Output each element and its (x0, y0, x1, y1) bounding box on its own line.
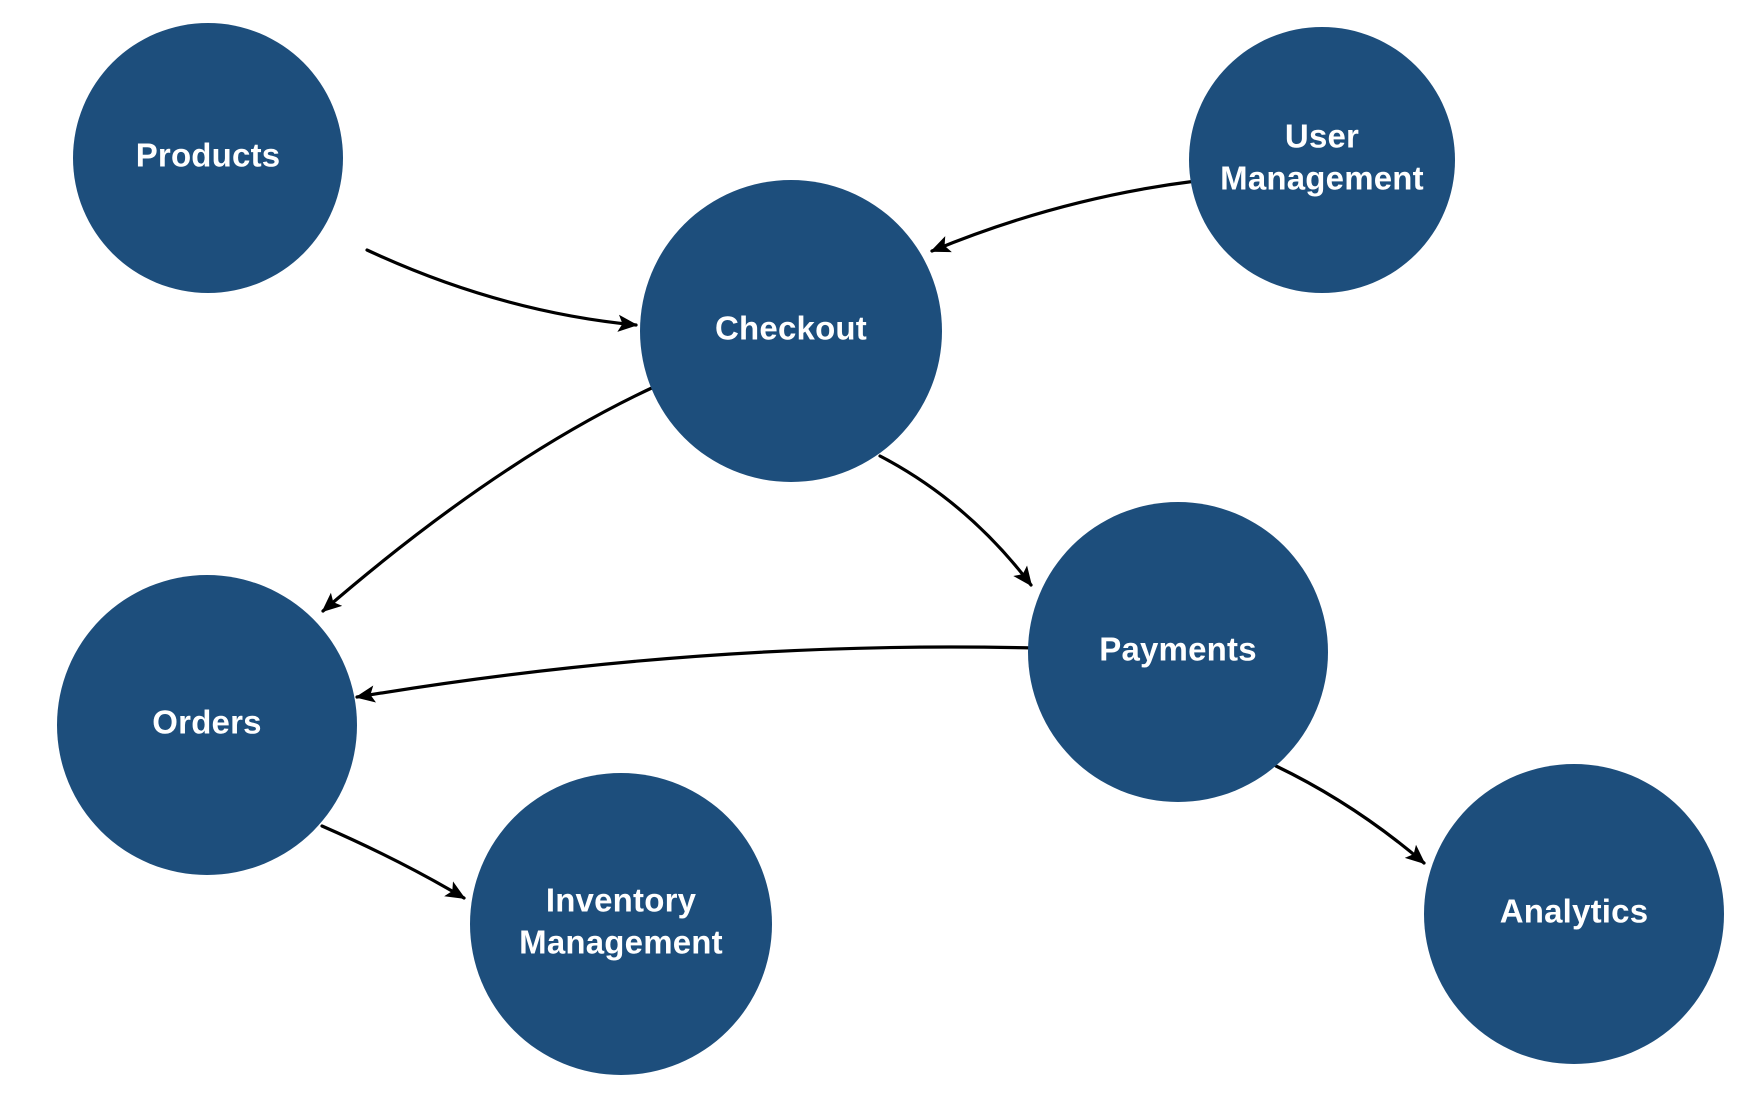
node-circle-analytics[interactable] (1424, 764, 1724, 1064)
node-circle-inventory[interactable] (470, 773, 772, 1075)
node-circle-user_mgmt[interactable] (1189, 27, 1455, 293)
node-circle-products[interactable] (73, 23, 343, 293)
node-label-inventory: Inventory (546, 882, 697, 919)
node-label-checkout: Checkout (715, 310, 867, 347)
node-circle-orders[interactable] (57, 575, 357, 875)
edge-products-checkout (365, 248, 638, 332)
node-label-analytics: Analytics (1500, 893, 1649, 930)
node-label-payments: Payments (1099, 631, 1257, 668)
nodes-layer: ProductsUserManagementCheckoutOrdersPaym… (57, 23, 1724, 1075)
edge-checkout-orders (321, 384, 658, 613)
node-label-user_mgmt: Management (1220, 160, 1424, 197)
edge-checkout-payments (878, 454, 1033, 587)
node-circle-payments[interactable] (1028, 502, 1328, 802)
edge-orders-inventory (320, 824, 466, 900)
node-label-user_mgmt: User (1285, 118, 1359, 155)
node-orders[interactable]: Orders (57, 575, 357, 875)
node-products[interactable]: Products (73, 23, 343, 293)
node-circle-checkout[interactable] (640, 180, 942, 482)
node-checkout[interactable]: Checkout (640, 180, 942, 482)
edge-payments-analytics (1274, 764, 1426, 865)
node-payments[interactable]: Payments (1028, 502, 1328, 802)
edges-layer (320, 179, 1426, 900)
node-label-products: Products (136, 137, 281, 174)
edge-payments-orders (355, 645, 1035, 703)
node-label-orders: Orders (152, 704, 261, 741)
edge-usermgmt-checkout (930, 179, 1198, 253)
node-analytics[interactable]: Analytics (1424, 764, 1724, 1064)
node-label-inventory: Management (519, 924, 723, 961)
